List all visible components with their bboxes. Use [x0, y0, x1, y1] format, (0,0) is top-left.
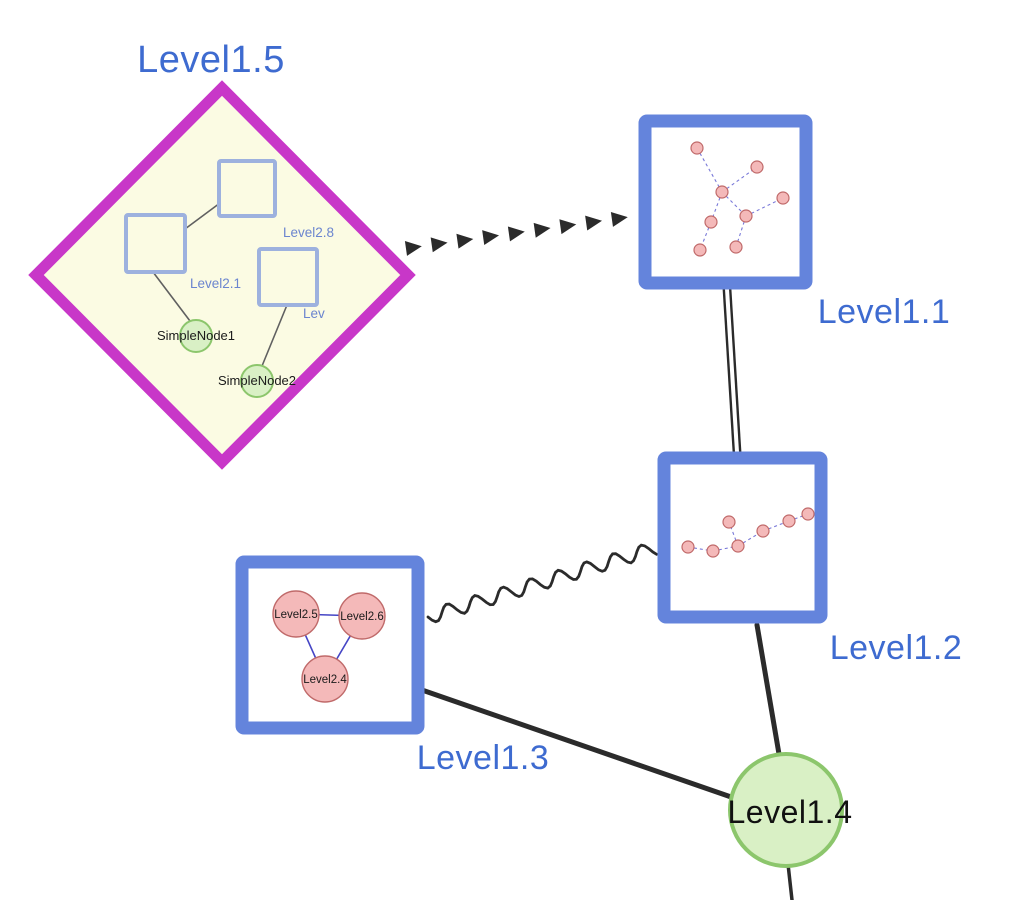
node-label-level1-3: Level1.3: [417, 739, 550, 777]
mini-node[interactable]: [739, 209, 753, 223]
mini-edge: [721, 166, 758, 193]
node-level1-1[interactable]: [638, 114, 813, 290]
arrowhead: [430, 237, 448, 253]
mini-node[interactable]: [704, 215, 718, 229]
node-level2-1[interactable]: [124, 213, 187, 274]
node-level1-2-group: [657, 451, 828, 624]
node-label-level1-5: Level1.5: [137, 39, 285, 81]
mini-node[interactable]: [722, 515, 736, 529]
node-label-level2-8: Level2.8: [283, 225, 334, 240]
arrowhead: [482, 230, 500, 245]
mini-node[interactable]: [750, 160, 764, 174]
node-lev[interactable]: [257, 247, 319, 307]
mini-edge: [696, 147, 723, 193]
node-level1-5[interactable]: [28, 80, 416, 470]
edge-double[interactable]: [722, 288, 742, 453]
arrowhead: [533, 222, 551, 238]
mini-node[interactable]: [681, 540, 695, 554]
node-label-level2-1: Level2.1: [190, 276, 241, 291]
arrowhead: [507, 226, 525, 242]
node-level1-3[interactable]: [235, 555, 425, 735]
level1-edges: [404, 211, 794, 900]
mini-edge: [728, 521, 739, 547]
inner-edge: [261, 304, 288, 367]
node-level2-8[interactable]: [217, 159, 277, 218]
node-label-simplenode2: SimpleNode2: [218, 373, 296, 388]
arrowhead: [559, 219, 577, 235]
mini-edge: [687, 546, 714, 552]
mini-node[interactable]: [756, 524, 770, 538]
node-level2-4[interactable]: [301, 655, 349, 703]
inner-edge: [184, 202, 221, 230]
node-level1-4-group: [728, 752, 844, 868]
mini-edge: [762, 520, 790, 532]
edge-line[interactable]: [754, 622, 782, 757]
node-label-level1-1: Level1.1: [818, 293, 951, 331]
arrowhead: [585, 215, 603, 231]
arrowhead: [610, 211, 628, 227]
mini-node[interactable]: [715, 185, 729, 199]
mini-edge: [712, 545, 739, 552]
node-simplenode1[interactable]: [179, 319, 213, 353]
edge-line[interactable]: [786, 862, 794, 900]
node-simplenode2[interactable]: [240, 364, 274, 398]
arrowhead: [456, 233, 474, 249]
mini-node[interactable]: [776, 191, 790, 205]
mini-node[interactable]: [801, 507, 815, 521]
edge-dashed-arrow[interactable]: [404, 211, 628, 256]
mini-node[interactable]: [690, 141, 704, 155]
mini-node[interactable]: [731, 539, 745, 553]
node-label-level2-5: Level2.5: [274, 609, 317, 621]
node-level1-1-group: [638, 114, 813, 290]
mini-node[interactable]: [729, 240, 743, 254]
node-level2-6[interactable]: [338, 592, 386, 640]
node-level1-4[interactable]: [728, 752, 844, 868]
inner-edge: [152, 271, 191, 322]
node-label-level2-6: Level2.6: [340, 611, 383, 623]
node-label-simplenode1: SimpleNode1: [157, 328, 235, 343]
node-level2-5[interactable]: [272, 590, 320, 638]
node-label-lev: Lev: [303, 306, 325, 321]
node-label-level1-2: Level1.2: [830, 629, 963, 667]
node-level1-2[interactable]: [657, 451, 828, 624]
node-label-level1-4: Level1.4: [728, 794, 853, 830]
mini-node[interactable]: [706, 544, 720, 558]
edge-line[interactable]: [419, 687, 737, 801]
mini-node[interactable]: [782, 514, 796, 528]
node-label-level2-4: Level2.4: [303, 674, 347, 686]
node-level1-5-group: Level2.8Level2.1LevSimpleNode1SimpleNode…: [28, 80, 416, 470]
mini-node[interactable]: [693, 243, 707, 257]
arrowhead: [404, 241, 422, 256]
mini-edge: [745, 197, 784, 217]
edge-wavy[interactable]: [426, 543, 658, 624]
